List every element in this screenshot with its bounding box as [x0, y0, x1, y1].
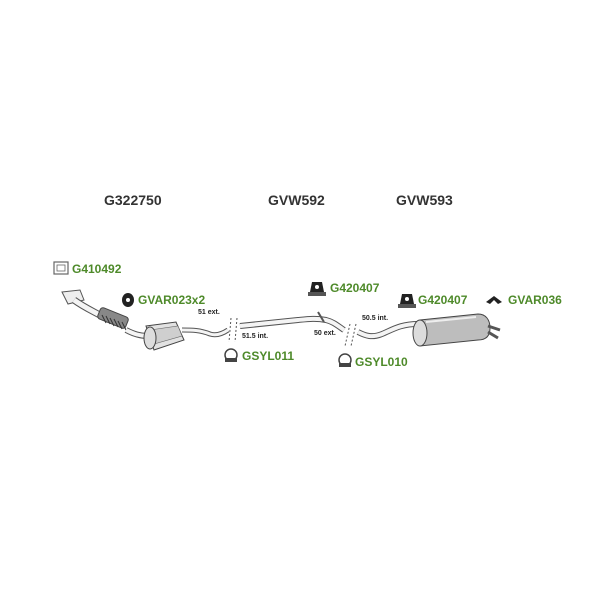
rubber-mount-icon: [122, 293, 134, 307]
mounting-rubber-code[interactable]: GVAR023x2: [138, 293, 206, 307]
front-joint: [228, 317, 238, 343]
clamp-icon-front: [224, 348, 238, 362]
rear-joint: [344, 323, 357, 347]
hanger-rear-code[interactable]: G420407: [418, 293, 468, 307]
gasket-code[interactable]: G410492: [72, 262, 122, 276]
dim-51-5-int: 51.5 int.: [242, 333, 269, 340]
hanger-mid-code[interactable]: G420407: [330, 281, 380, 295]
dim-50-ext: 50 ext.: [314, 330, 336, 337]
middle-pipe-code[interactable]: GVW592: [268, 192, 325, 208]
clamp-rear-code[interactable]: GSYL010: [355, 355, 408, 369]
clamp-front-code[interactable]: GSYL011: [242, 349, 295, 363]
rear-rubber-code[interactable]: GVAR036: [508, 293, 562, 307]
clamp-icon-rear: [338, 353, 352, 367]
hanger-icon-mid: [308, 282, 326, 296]
front-downpipe[interactable]: [61, 289, 149, 339]
rear-silencer[interactable]: [412, 313, 501, 347]
middle-pipe[interactable]: [239, 311, 346, 333]
rear-silencer-code[interactable]: GVW593: [396, 192, 453, 208]
flex-pipe: [97, 307, 129, 331]
rear-pipe[interactable]: [356, 321, 419, 340]
catalyst-code[interactable]: G322750: [104, 192, 162, 208]
gasket-icon: [53, 261, 69, 275]
hanger-icon-rear: [398, 294, 416, 308]
catalyst-body[interactable]: [143, 321, 230, 351]
dim-50-5-int: 50.5 int.: [362, 315, 389, 322]
rear-rubber-icon: [486, 296, 502, 304]
dim-51-ext: 51 ext.: [198, 309, 220, 316]
